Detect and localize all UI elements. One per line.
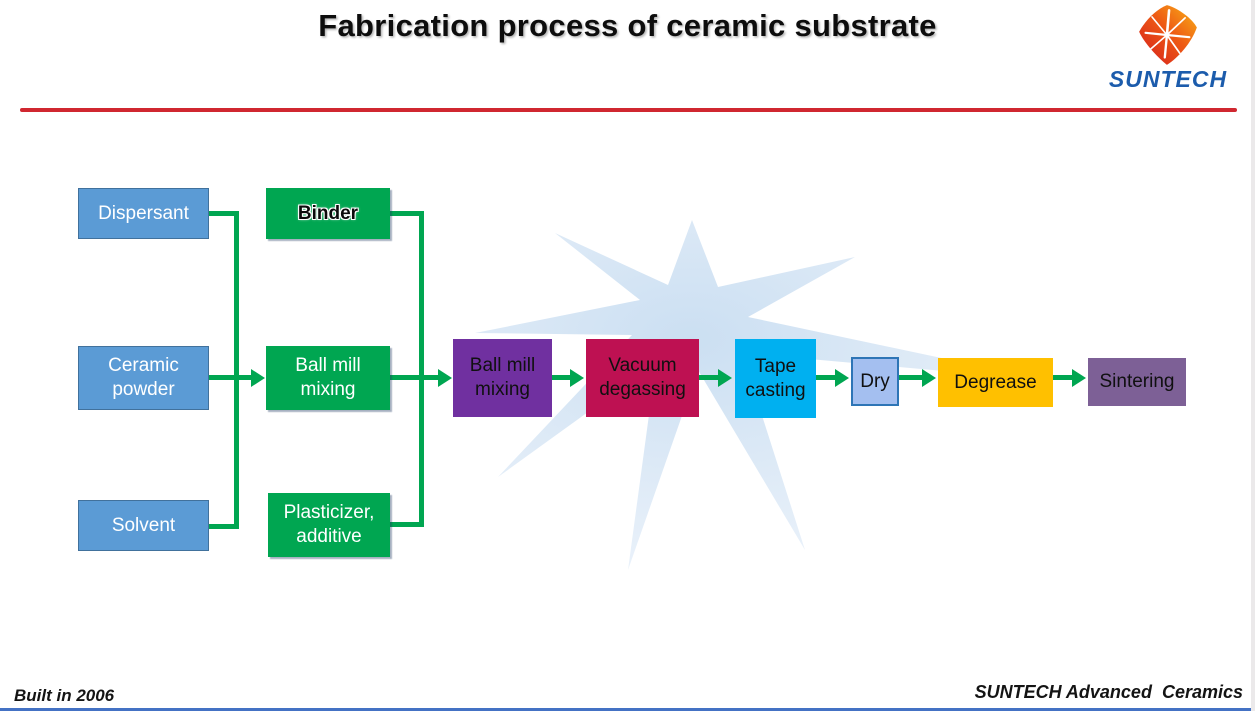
node-solvent-label: Solvent <box>111 514 176 536</box>
node-sintering-label: Sintering <box>1099 371 1175 393</box>
arrowhead-into-tape-casting <box>718 369 732 387</box>
connector-to-tape <box>699 375 718 380</box>
arrowhead-into-sintering <box>1072 369 1086 387</box>
connector-collector-2 <box>419 211 424 527</box>
connector-dispersant <box>209 211 239 216</box>
footer-company: SUNTECH Advanced Ceramics <box>974 682 1243 702</box>
connector-ceramic-powder <box>209 375 251 380</box>
node-degrease: Degrease <box>938 358 1053 407</box>
node-sintering: Sintering <box>1088 358 1186 406</box>
suntech-logo-text: SUNTECH <box>1108 66 1228 92</box>
node-dry: Dry <box>851 357 899 406</box>
node-dispersant-label: Dispersant <box>98 202 189 224</box>
connector-binder <box>390 211 424 216</box>
node-tape-casting: Tape casting <box>735 339 816 418</box>
arrowhead-into-ball-mill-mixing-2 <box>438 369 452 387</box>
node-plasticizer-additive: Plasticizer, additive <box>268 493 390 557</box>
node-plasticizer-additive-label: Plasticizer, additive <box>283 502 375 547</box>
node-ball-mill-mixing-2-label: Ball mill mixing <box>469 355 536 400</box>
node-ceramic-powder-label: Ceramic powder <box>108 355 179 400</box>
node-binder: Binder <box>266 188 390 239</box>
node-degrease-label: Degrease <box>954 371 1037 393</box>
connector-collector-1 <box>234 211 239 529</box>
footer-built-in: Built in 2006 <box>14 686 115 705</box>
node-ceramic-powder: Ceramic powder <box>78 346 209 410</box>
node-vacuum-degassing: Vacuum degassing <box>586 339 699 417</box>
arrowhead-into-ball-mill-mixing <box>251 369 265 387</box>
page-title: Fabrication process of ceramic substrate <box>318 8 937 43</box>
screen-edge-strip <box>1251 0 1255 711</box>
node-ball-mill-mixing-2: Ball mill mixing <box>453 339 552 417</box>
connector-to-vacuum <box>552 375 570 380</box>
connector-solvent <box>209 524 239 529</box>
node-vacuum-degassing-label: Vacuum degassing <box>599 355 686 400</box>
node-ball-mill-mixing-label: Ball mill mixing <box>295 355 361 400</box>
suntech-logo: SUNTECH <box>1103 4 1233 93</box>
arrowhead-into-dry <box>835 369 849 387</box>
node-dispersant: Dispersant <box>78 188 209 239</box>
node-solvent: Solvent <box>78 500 209 551</box>
connector-mixing-to-mixing <box>390 375 438 380</box>
connector-to-dry <box>816 375 835 380</box>
connector-plasticizer <box>390 522 424 527</box>
arrowhead-into-vacuum-degassing <box>570 369 584 387</box>
bottom-accent-bar <box>0 708 1255 711</box>
node-tape-casting-label: Tape casting <box>745 355 806 401</box>
sun-diamond-icon <box>1139 5 1197 65</box>
arrowhead-into-degrease <box>922 369 936 387</box>
node-dry-label: Dry <box>860 370 890 392</box>
node-ball-mill-mixing: Ball mill mixing <box>266 346 390 410</box>
connector-to-degrease <box>899 375 922 380</box>
starburst-decoration <box>475 220 1045 570</box>
connector-to-sintering <box>1053 375 1072 380</box>
node-binder-label: Binder <box>297 202 359 224</box>
title-underline-rule <box>20 108 1237 112</box>
